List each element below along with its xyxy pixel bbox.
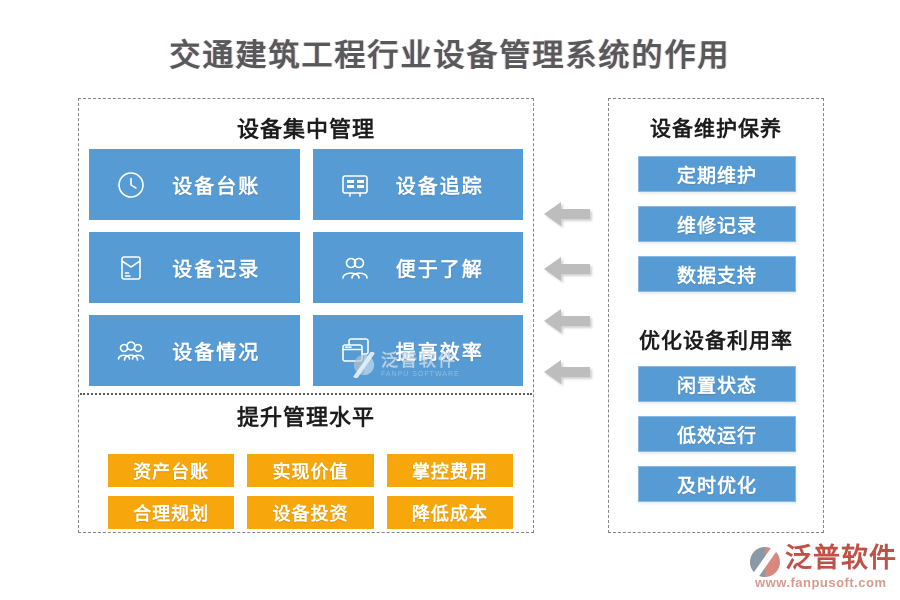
- chip-easy-to-understand[interactable]: 便于了解: [312, 232, 523, 303]
- stacked-windows-icon: [341, 337, 369, 362]
- right-panel: 设备维护保养 定期维护 维修记录 数据支持 优化设备利用率 闲置状态 低效运行 …: [608, 98, 824, 533]
- chip-equipment-ledger[interactable]: 设备台账: [89, 149, 300, 220]
- people-group-icon: [117, 340, 145, 361]
- page-title: 交通建筑工程行业设备管理系统的作用: [169, 38, 731, 73]
- footer-brand-logo: 泛普软件 www.fanpusoft.com: [741, 542, 897, 594]
- record-envelope-icon: [121, 255, 141, 280]
- left-arrow-icon: [544, 360, 590, 384]
- chip-equipment-records[interactable]: 设备记录: [89, 232, 300, 303]
- left-arrow-icon: [544, 257, 590, 281]
- footer-brand-url: www.fanpusoft.com: [755, 575, 887, 590]
- left-arrow-icon: [544, 309, 590, 333]
- chip-idle-status[interactable]: 闲置状态: [638, 366, 796, 402]
- improvement-grid: 资产台账 实现价值 掌控费用 合理规划 设备投资 降低成本: [108, 454, 513, 529]
- chip-asset-ledger[interactable]: 资产台账: [108, 454, 235, 487]
- section-header-improve-management: 提升管理水平: [236, 405, 375, 430]
- chip-equipment-status[interactable]: 设备情况: [89, 315, 300, 386]
- chip-label: 设备台账: [172, 176, 261, 198]
- chip-repair-records[interactable]: 维修记录: [638, 206, 796, 242]
- chip-label: 设备情况: [172, 342, 261, 364]
- footer-brand-name: 泛普软件: [785, 543, 897, 573]
- left-panel: 设备集中管理 设备台账 设备追踪: [78, 98, 534, 533]
- chip-data-support[interactable]: 数据支持: [638, 256, 796, 292]
- two-people-icon: [341, 257, 368, 279]
- left-arrow-icon: [544, 202, 590, 226]
- chip-equipment-tracking[interactable]: 设备追踪: [312, 149, 523, 220]
- fanpu-logo-icon: [749, 544, 781, 580]
- dotted-divider: [80, 393, 532, 395]
- chip-reduce-costs[interactable]: 降低成本: [386, 496, 513, 529]
- chip-label: 设备追踪: [395, 176, 484, 198]
- chip-label: 便于了解: [395, 259, 484, 281]
- clock-icon: [118, 171, 144, 198]
- chip-rational-planning[interactable]: 合理规划: [108, 496, 235, 529]
- chip-realize-value[interactable]: 实现价值: [247, 454, 374, 487]
- section-header-utilization: 优化设备利用率: [639, 330, 793, 353]
- chip-inefficient-operation[interactable]: 低效运行: [638, 416, 796, 452]
- section-header-maintenance: 设备维护保养: [650, 118, 782, 141]
- tracking-panel-icon: [341, 174, 368, 197]
- chip-label: 设备记录: [172, 259, 261, 281]
- section-header-centralized-management: 设备集中管理: [236, 117, 375, 142]
- chip-improve-efficiency[interactable]: 提高效率: [312, 315, 523, 386]
- management-grid: 设备台账 设备追踪 设备记录: [89, 149, 523, 386]
- chip-control-costs[interactable]: 掌控费用: [386, 454, 513, 487]
- chip-timely-optimization[interactable]: 及时优化: [638, 466, 796, 502]
- chip-label: 提高效率: [395, 342, 484, 364]
- chip-regular-maintenance[interactable]: 定期维护: [638, 156, 796, 192]
- chip-equipment-investment[interactable]: 设备投资: [247, 496, 374, 529]
